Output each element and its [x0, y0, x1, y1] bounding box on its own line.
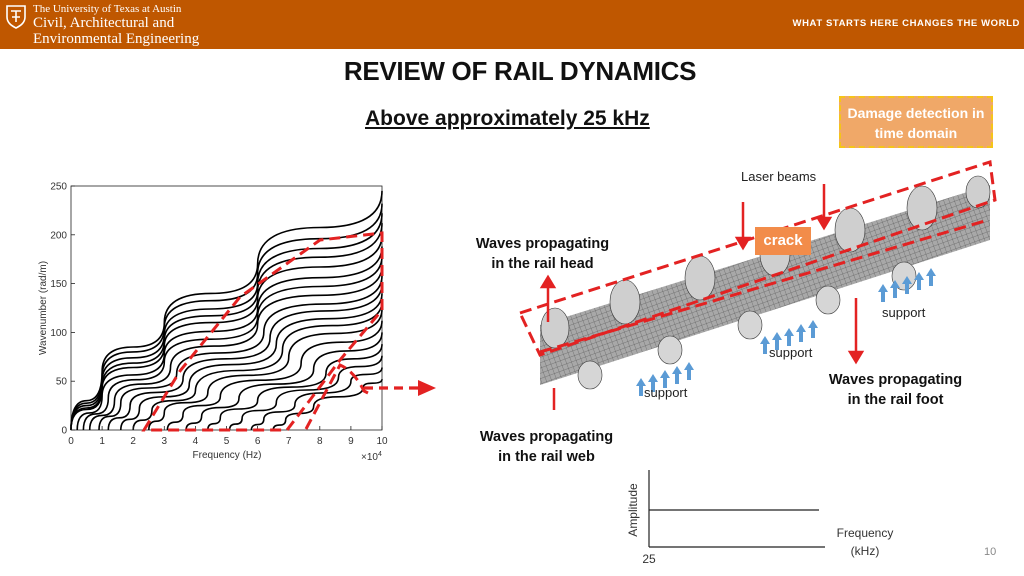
dispersion-curve-3 — [70, 213, 383, 431]
dispersion-curve-17 — [228, 355, 383, 431]
page-number: 10 — [984, 546, 997, 558]
ut-shield-icon — [6, 5, 26, 29]
rail-figure — [517, 160, 997, 410]
dispersion-curve-19 — [272, 379, 383, 431]
slide-title: REVIEW OF RAIL DYNAMICS — [343, 56, 697, 86]
dispersion-curve-14 — [166, 320, 383, 431]
head-waves-label-line-2: in the rail head — [491, 256, 594, 272]
damage-detection-callout: Damage detection in time domain — [839, 96, 993, 148]
dispersion-curve-9 — [98, 275, 383, 431]
dispersion-curve-18 — [250, 367, 383, 431]
y-tick-label: 250 — [50, 182, 67, 193]
x-tick-label: 4 — [193, 436, 199, 447]
y-tick-label: 50 — [56, 377, 68, 388]
highlight-region — [141, 231, 384, 432]
y-tick-label: 200 — [50, 230, 67, 241]
y-tick-label: 0 — [61, 426, 67, 437]
tick-25: 25 — [642, 552, 656, 566]
laser-beam-arrows — [734, 184, 833, 251]
propagation-arrows — [539, 274, 865, 410]
dispersion-curve-12 — [132, 301, 383, 431]
support-arrows — [636, 268, 936, 396]
tagline: WHAT STARTS HERE CHANGES THE WORLD — [792, 18, 1020, 29]
head-waves-label: Waves propagating in the rail head — [470, 234, 615, 274]
dispersion-curve-7 — [82, 256, 383, 431]
x-axis-label: Frequency (Hz) — [193, 450, 262, 461]
dispersion-curve-1 — [70, 190, 383, 431]
amplitude-label: Amplitude — [626, 483, 640, 537]
x-tick-label: 1 — [99, 436, 105, 447]
x-ticks: 0 1 2 3 4 5 6 7 8 9 10 — [68, 426, 388, 447]
foot-waves-label: Waves propagating in the rail foot — [823, 370, 968, 410]
web-waves-label-line-1: Waves propagating — [479, 429, 614, 445]
dispersion-curves — [70, 190, 383, 431]
web-waves-label: Waves propagating in the rail web — [474, 427, 619, 467]
x-tick-label: 6 — [255, 436, 261, 447]
dispersion-curve-11 — [120, 293, 383, 431]
dispersion-curve-13 — [148, 308, 383, 431]
x-tick-label: 0 — [68, 436, 74, 447]
y-tick-label: 100 — [50, 328, 67, 339]
x-tick-label: 7 — [286, 436, 292, 447]
dispersion-curve-8 — [88, 265, 383, 431]
highlight-connector — [304, 363, 369, 430]
rail-head-outline — [517, 160, 997, 357]
dispersion-curve-2 — [70, 203, 383, 431]
foot-waves-label-line-2: in the rail foot — [847, 392, 944, 408]
y-axis-label: Wavenumber (rad/m) — [38, 261, 49, 355]
y-tick-label: 150 — [50, 279, 67, 290]
university-name: The University of Texas at Austin — [33, 3, 182, 15]
x-tick-label: 5 — [224, 436, 230, 447]
web-waves-label-line-2: in the rail web — [498, 449, 595, 465]
dispersion-curve-10 — [107, 283, 383, 431]
connector-arrow — [364, 380, 436, 396]
head-waves-label-line-1: Waves propagating — [475, 236, 610, 252]
y-ticks: 0 50 100 150 200 250 — [50, 182, 75, 437]
frequency-label-2: (kHz) — [851, 544, 880, 558]
amplitude-spectrum-sketch: Amplitude 25 Frequency (kHz) — [626, 470, 893, 566]
frequency-label-1: Frequency — [837, 526, 894, 540]
support-label-3: support — [882, 305, 926, 320]
x-tick-label: 2 — [130, 436, 136, 447]
laser-beams-label: Laser beams — [741, 169, 817, 184]
header-banner: The University of Texas at Austin Civil,… — [0, 0, 1024, 49]
x-tick-label: 10 — [376, 436, 388, 447]
x-tick-label: 9 — [348, 436, 354, 447]
dispersion-curve-15 — [185, 332, 383, 431]
dispersion-curve-5 — [70, 234, 383, 431]
department-line-1: Civil, Architectural and — [33, 15, 175, 31]
dispersion-curve-6 — [76, 246, 383, 431]
rail-centerline — [539, 218, 989, 354]
x-tick-label: 8 — [317, 436, 323, 447]
crack-label: crack — [755, 227, 811, 255]
support-label-1: support — [644, 385, 688, 400]
department-line-2: Environmental Engineering — [33, 31, 200, 47]
x-multiplier: ×104 — [361, 451, 382, 463]
foot-waves-label-line-1: Waves propagating — [828, 372, 963, 388]
dispersion-plot: 0 1 2 3 4 5 6 7 8 9 10 0 50 100 150 200 250 Frequency (… — [38, 182, 388, 464]
support-label-2: support — [769, 345, 813, 360]
dispersion-curve-4 — [70, 223, 383, 431]
x-tick-label: 3 — [162, 436, 168, 447]
slide-subtitle: Above approximately 25 kHz — [365, 107, 650, 130]
